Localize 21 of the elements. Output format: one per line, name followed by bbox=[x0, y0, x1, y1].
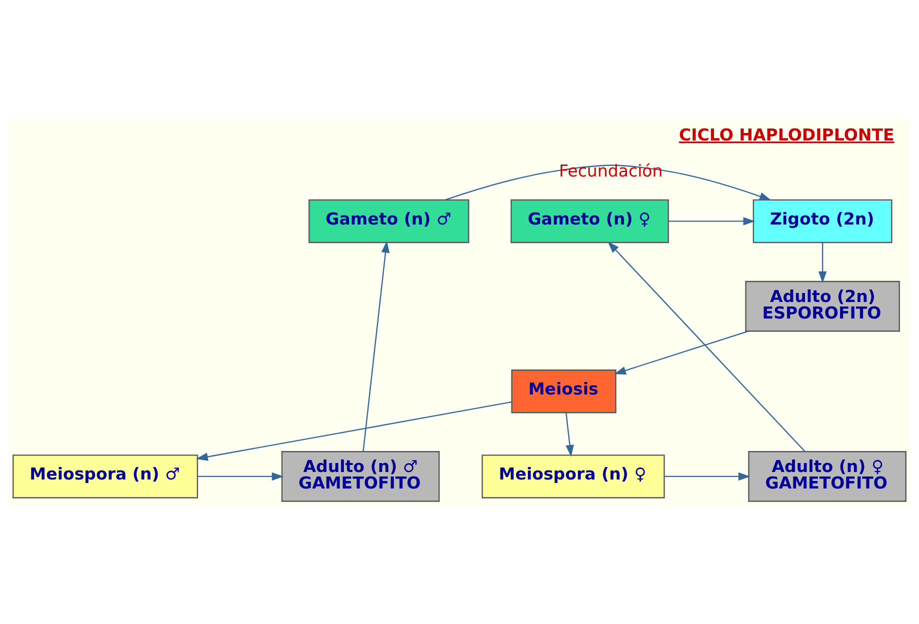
arrow bbox=[362, 240, 390, 452]
arrow bbox=[818, 242, 827, 283]
node-box: Adulto (n) ♀ GAMETOFITO bbox=[748, 450, 906, 502]
arrow bbox=[614, 330, 749, 374]
node-box: Gameto (n) ♀ bbox=[510, 198, 669, 243]
node-box: Meiospora (n) ♂ bbox=[12, 454, 198, 498]
arrow bbox=[608, 240, 806, 452]
edge-label: Fecundación bbox=[559, 161, 663, 180]
diagram-title: CICLO HAPLODIPLONTE bbox=[678, 125, 894, 144]
arrow bbox=[198, 472, 284, 480]
arrow bbox=[668, 216, 756, 225]
arrow bbox=[196, 400, 512, 460]
arrow bbox=[445, 164, 772, 200]
arrow bbox=[664, 472, 750, 480]
node-box: Adulto (n) ♂ GAMETOFITO bbox=[281, 450, 440, 502]
node-box: Adulto (2n) ESPOROFITO bbox=[745, 280, 900, 332]
arrow bbox=[566, 412, 574, 456]
node-box: Meiosis bbox=[511, 369, 616, 413]
node-box: Meiospora (n) ♀ bbox=[482, 454, 665, 498]
node-box: Gameto (n) ♂ bbox=[308, 198, 470, 243]
node-box: Zigoto (2n) bbox=[752, 198, 892, 243]
